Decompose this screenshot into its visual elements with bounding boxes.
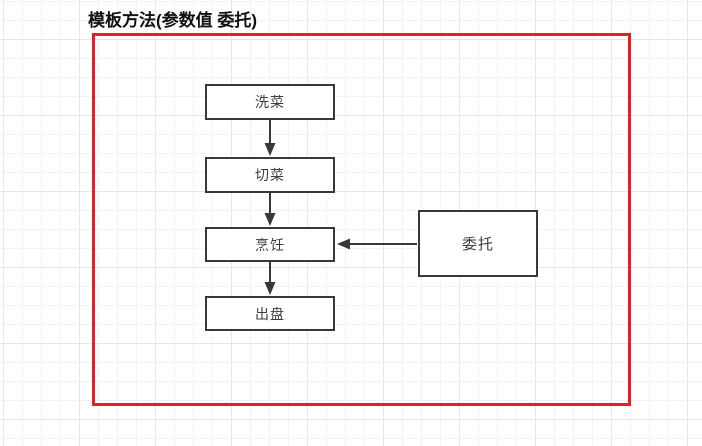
arrow-cook-to-plate[interactable] xyxy=(264,262,276,295)
delegate-node-label: 委托 xyxy=(461,236,494,253)
arrow-wash-to-cut[interactable] xyxy=(264,120,276,156)
flow-node-cut[interactable]: 切菜 xyxy=(205,157,335,193)
flow-node-plate-label: 出盘 xyxy=(255,305,285,322)
arrow-cut-to-cook[interactable] xyxy=(264,193,276,226)
flow-node-wash[interactable]: 洗菜 xyxy=(205,84,335,120)
arrow-delegate-to-cook[interactable] xyxy=(337,238,417,250)
flow-node-cook-label: 烹饪 xyxy=(255,236,285,253)
flow-node-cut-label: 切菜 xyxy=(255,167,285,183)
delegate-node[interactable]: 委托 xyxy=(418,210,538,277)
flow-node-cook[interactable]: 烹饪 xyxy=(205,227,335,262)
flow-node-wash-label: 洗菜 xyxy=(255,94,285,110)
flow-node-plate[interactable]: 出盘 xyxy=(205,296,335,331)
diagram-title: 模板方法(参数值 委托) xyxy=(88,11,258,30)
red-frame-shape[interactable] xyxy=(92,33,631,406)
